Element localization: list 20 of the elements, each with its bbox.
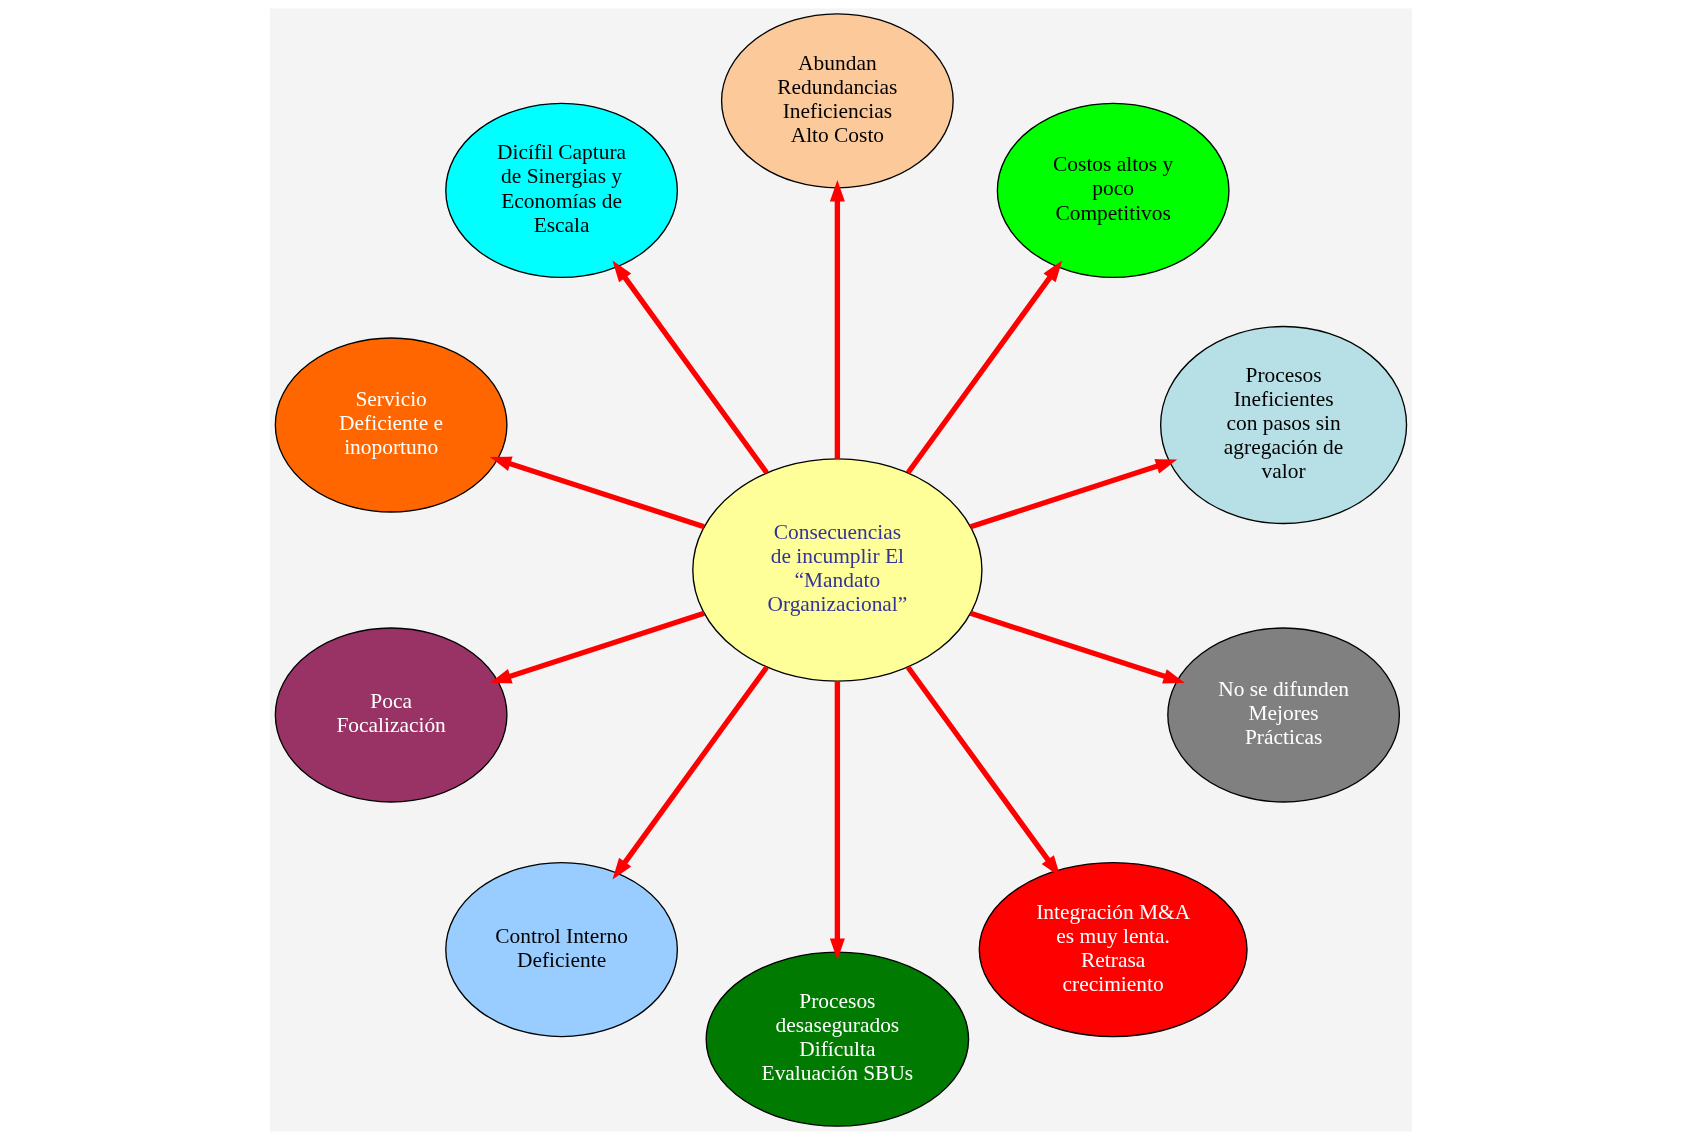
node-ellipse: Poca Focalización — [274, 627, 508, 803]
node-ellipse: Consecuencias de incumplir El “Mandato Organizacional” — [691, 458, 983, 682]
node-ellipse: Costos altos y poco Competitivos — [996, 102, 1230, 279]
arrow — [969, 610, 1185, 684]
arrow — [489, 610, 705, 684]
node-ellipse: Integración M&A es muy lenta. Retrasa crecimiento — [978, 861, 1248, 1038]
arrow — [905, 260, 1062, 475]
arrow — [969, 459, 1177, 530]
node-ellipse: Procesos desasegurados Difículta Evaluación SBUs — [705, 951, 969, 1127]
node-ellipse: Dicífil Captura de Sinergias y Economías de Escala — [444, 102, 678, 279]
arrow — [829, 180, 845, 459]
arrow — [612, 665, 769, 880]
arrow — [612, 260, 769, 475]
node-ellipse: Abundan Redundancias Ineficiencias Alto Costo — [720, 13, 954, 189]
node-ellipse: No se difunden Mejores Prácticas — [1166, 627, 1400, 803]
arrow — [829, 681, 845, 960]
node-ellipse: Control Interno Deficiente — [444, 861, 678, 1038]
node-ellipse: Servicio Deficiente e inoportuno — [274, 337, 508, 513]
node-ellipse: Procesos Ineficientes con pasos sin agregación de valor — [1159, 325, 1407, 525]
arrow — [489, 456, 705, 530]
